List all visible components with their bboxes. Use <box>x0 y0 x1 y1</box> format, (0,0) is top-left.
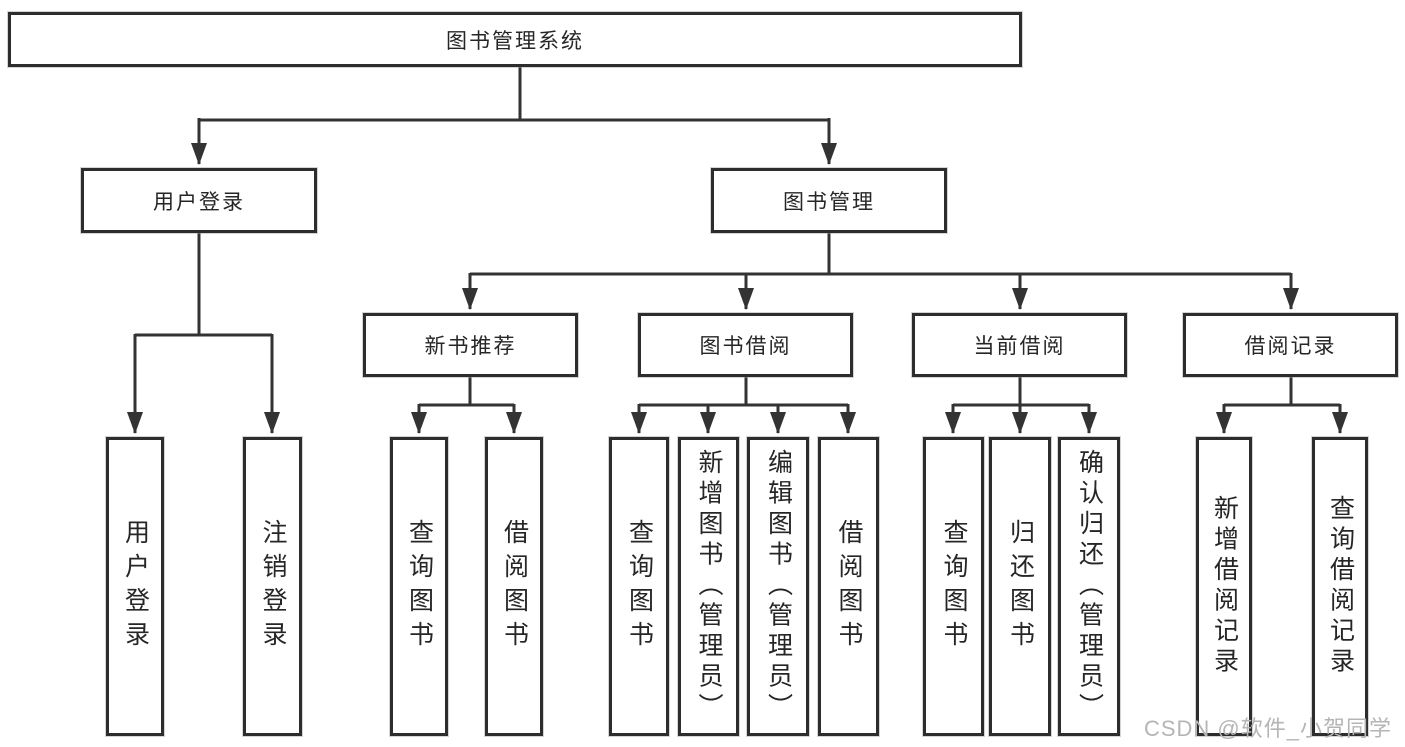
leaf-label: 查询图书 <box>940 518 968 655</box>
leaf-borrow-books-recommend: 借阅图书 <box>485 437 543 736</box>
leaf-query-books-recommend: 查询图书 <box>390 437 448 736</box>
leaf-add-borrow-record: 新增借阅记录 <box>1196 437 1252 736</box>
node-new-book-recommendation: 新书推荐 <box>363 313 578 377</box>
leaf-label: 查询图书 <box>625 518 654 655</box>
leaf-confirm-return-admin: 确认归还（管理员） <box>1058 437 1120 736</box>
leaf-label: 注销登录 <box>259 518 287 655</box>
leaf-label: 查询图书 <box>405 518 434 655</box>
leaf-label: 归还图书 <box>1006 518 1035 655</box>
leaf-label: 新增借阅记录 <box>1210 495 1239 678</box>
node-book-borrowing: 图书借阅 <box>638 313 853 377</box>
leaf-add-books-admin: 新增图书（管理员） <box>678 437 739 736</box>
leaf-return-books: 归还图书 <box>989 437 1051 736</box>
leaf-label: 新增图书（管理员） <box>695 449 723 724</box>
node-borrowing-records: 借阅记录 <box>1183 313 1398 377</box>
leaf-edit-books-admin: 编辑图书（管理员） <box>747 437 809 736</box>
leaf-query-books-borrowing: 查询图书 <box>609 437 669 736</box>
leaf-user-login: 用户登录 <box>106 437 164 736</box>
node-user-login: 用户登录 <box>81 168 317 233</box>
node-current-borrowing: 当前借阅 <box>912 313 1127 377</box>
node-book-management: 图书管理 <box>711 168 947 233</box>
leaf-label: 借阅图书 <box>835 518 863 655</box>
leaf-label: 借阅图书 <box>500 518 529 655</box>
leaf-logout: 注销登录 <box>243 437 302 736</box>
leaf-label: 用户登录 <box>121 518 150 655</box>
leaf-query-books-current: 查询图书 <box>923 437 984 736</box>
leaf-query-borrow-record: 查询借阅记录 <box>1312 437 1368 736</box>
node-library-management-system: 图书管理系统 <box>8 12 1022 67</box>
leaf-label: 确认归还（管理员） <box>1075 449 1104 724</box>
leaf-borrow-books: 借阅图书 <box>818 437 879 736</box>
csdn-watermark: CSDN @软件_小贺同学 <box>1143 716 1392 741</box>
leaf-label: 查询借阅记录 <box>1326 495 1355 678</box>
leaf-label: 编辑图书（管理员） <box>764 449 793 724</box>
